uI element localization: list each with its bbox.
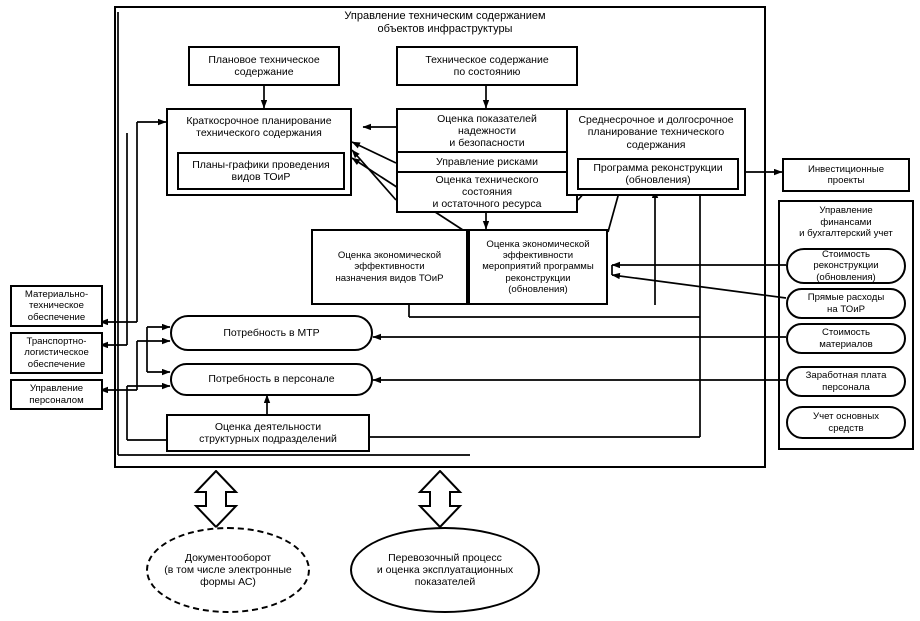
box-midlong-term-planning-label: Среднесрочное и долгосрочное планировани… [578,114,734,151]
box-investment-projects[interactable]: Инвестиционные проекты [782,158,910,192]
box-reconstruction-cost-label: Стоимость реконструкции (обновления) [813,249,879,283]
box-short-term-planning[interactable]: Краткосрочное планирование технического … [166,108,352,196]
page-title-line1: Управление техническим содержанием [344,10,546,22]
box-midlong-term-planning[interactable]: Среднесрочное и долгосрочное планировани… [566,108,746,196]
box-need-personnel-label: Потребность в персонале [208,373,335,386]
box-reconstruction-program-label: Программа реконструкции (обновления) [593,161,723,186]
box-personnel-salary-label: Заработная плата персонала [805,370,887,393]
block-arrow-document-flow [193,470,239,528]
assessment-item-reliability-label: Оценка показателей надежности и безопасн… [437,112,537,149]
block-arrow-transport-process [417,470,463,528]
box-economic-efficiency-toir[interactable]: Оценка экономической эффективности назна… [311,229,468,305]
panel-finance-accounting [778,200,914,450]
box-economic-efficiency-reconstruction[interactable]: Оценка экономической эффективности мероп… [468,229,608,305]
panel-finance-accounting-title: Управление финансами и бухгалтерский уче… [799,205,893,239]
box-investment-projects-label: Инвестиционные проекты [807,163,885,186]
box-structural-units-evaluation-label: Оценка деятельности структурных подразде… [199,420,337,445]
assessment-item-risk-label: Управление рисками [436,156,538,168]
box-short-term-planning-inner[interactable]: Планы-графики проведения видов ТОиР [177,152,345,190]
assessment-item-technical-state-label: Оценка технического состояния и остаточн… [432,174,542,210]
box-fixed-assets-accounting[interactable]: Учет основных средств [786,406,906,439]
assessment-item-technical-state[interactable]: Оценка технического состояния и остаточн… [398,173,576,211]
assessment-stack: Оценка показателей надежности и безопасн… [396,108,578,213]
box-planned-maintenance-label: Плановое техническое содержание [208,53,320,78]
box-personnel-management[interactable]: Управление персоналом [10,379,103,410]
page-title-line2: объектов инфраструктуры [377,23,513,36]
box-short-term-planning-inner-label: Планы-графики проведения видов ТОиР [192,158,330,183]
box-short-term-planning-label: Краткосрочное планирование технического … [186,115,332,140]
box-fixed-assets-accounting-label: Учет основных средств [812,411,880,434]
box-condition-maintenance[interactable]: Техническое содержание по состоянию [396,46,578,86]
box-personnel-salary[interactable]: Заработная плата персонала [786,366,906,397]
box-materials-cost-label: Стоимость материалов [819,327,873,350]
box-transport-logistics-supply[interactable]: Транспортно- логистическое обеспечение [10,332,103,374]
box-transport-logistics-supply-label: Транспортно- логистическое обеспечение [24,336,89,370]
box-need-mtr-label: Потребность в МТР [223,326,320,339]
box-materials-cost[interactable]: Стоимость материалов [786,323,906,354]
box-economic-efficiency-toir-label: Оценка экономической эффективности назна… [335,250,444,284]
box-need-mtr[interactable]: Потребность в МТР [170,315,373,351]
box-material-technical-supply-label: Материально- техническое обеспечение [24,289,89,323]
box-structural-units-evaluation[interactable]: Оценка деятельности структурных подразде… [166,414,370,452]
box-direct-toir-costs[interactable]: Прямые расходы на ТОиР [786,288,906,319]
ellipse-transport-process-label: Перевозочный процесс и оценка эксплуатац… [376,552,514,588]
ellipse-document-flow[interactable]: Документооборот (в том числе электронные… [146,527,310,613]
ellipse-transport-process[interactable]: Перевозочный процесс и оценка эксплуатац… [350,527,540,613]
box-reconstruction-cost[interactable]: Стоимость реконструкции (обновления) [786,248,906,284]
ellipse-document-flow-label: Документооборот (в том числе электронные… [164,552,292,588]
assessment-item-reliability[interactable]: Оценка показателей надежности и безопасн… [398,110,576,153]
main-frame [114,6,766,468]
box-material-technical-supply[interactable]: Материально- техническое обеспечение [10,285,103,327]
box-economic-efficiency-reconstruction-label: Оценка экономической эффективности мероп… [482,238,594,295]
page-title: Управление техническим содержанием объек… [300,10,590,36]
box-direct-toir-costs-label: Прямые расходы на ТОиР [807,292,885,315]
box-personnel-management-label: Управление персоналом [29,383,84,406]
box-condition-maintenance-label: Техническое содержание по состоянию [425,53,549,78]
box-reconstruction-program[interactable]: Программа реконструкции (обновления) [577,158,739,190]
box-need-personnel[interactable]: Потребность в персонале [170,363,373,396]
assessment-item-risk[interactable]: Управление рисками [398,153,576,173]
box-planned-maintenance[interactable]: Плановое техническое содержание [188,46,340,86]
